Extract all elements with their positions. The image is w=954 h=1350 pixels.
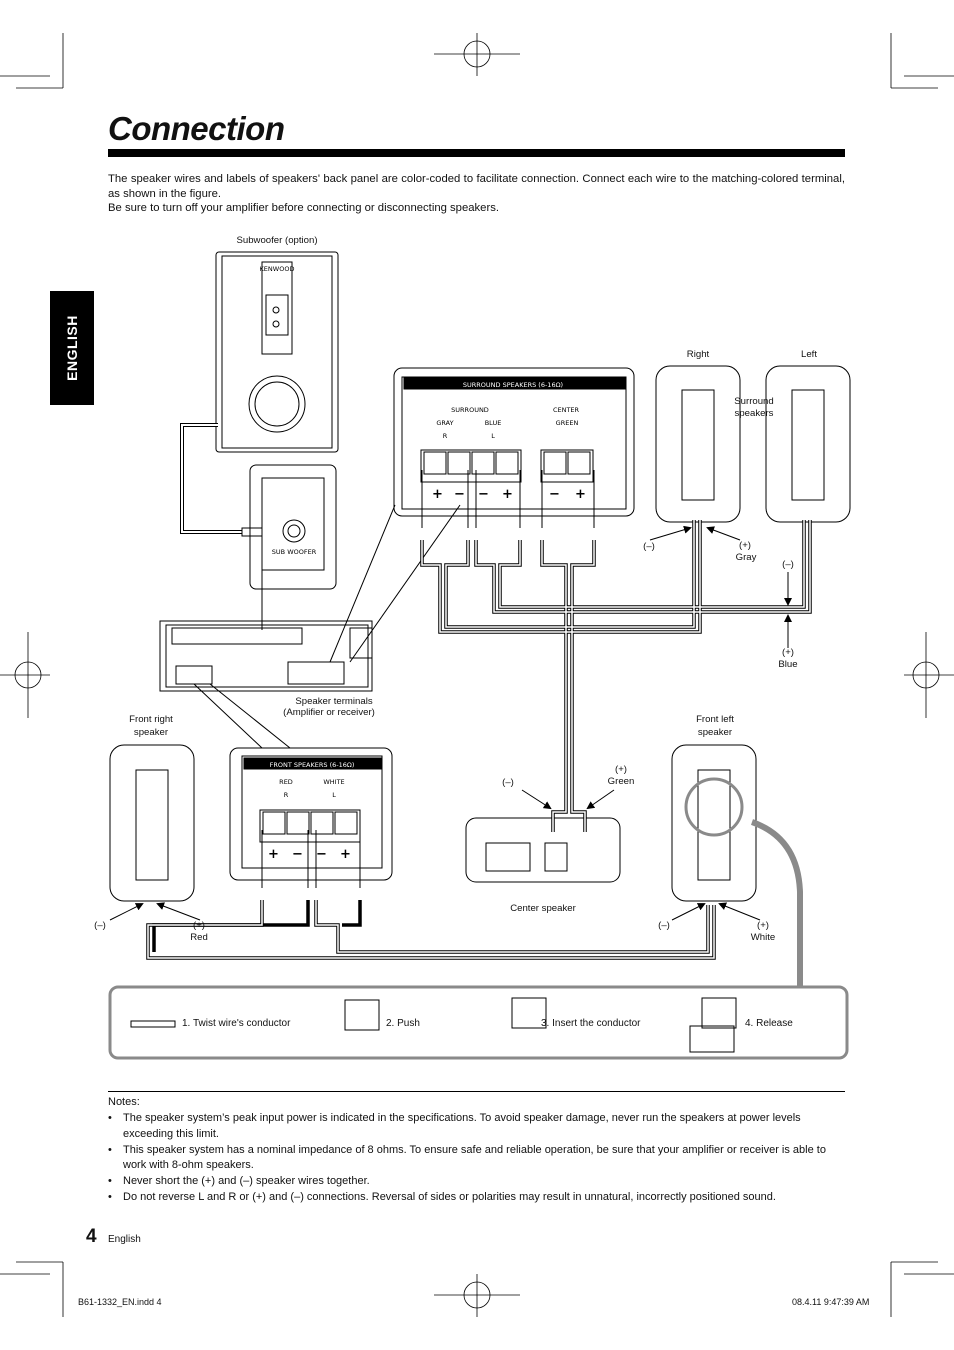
page-language: English bbox=[108, 1234, 141, 1245]
surround-left-minus-label: (–) bbox=[782, 559, 794, 570]
front-left-speaker-label: speaker bbox=[697, 727, 733, 738]
sub-woofer-jack-label: SUB WOOFER bbox=[272, 548, 317, 556]
front-left-minus-label: (–) bbox=[658, 920, 670, 931]
page-title: Connection bbox=[108, 110, 285, 147]
surround-panel-title: SURROUND SPEAKERS (6-16Ω) bbox=[463, 381, 563, 389]
title-rule bbox=[108, 149, 845, 157]
footer-file-name: B61-1332_EN.indd 4 bbox=[78, 1297, 162, 1307]
front-r-badge: R bbox=[284, 791, 289, 799]
svg-text:+: + bbox=[340, 847, 351, 862]
svg-text:−: − bbox=[454, 487, 465, 502]
gray-terminal-label: GRAY bbox=[436, 419, 453, 427]
step-1-label: 1. Twist wire's conductor bbox=[182, 1018, 291, 1029]
green-terminal-label: GREEN bbox=[556, 419, 579, 427]
step-2-label: 2. Push bbox=[386, 1018, 420, 1029]
front-left-label: Front left bbox=[696, 714, 734, 725]
intro-text: The speaker wires and labels of speakers… bbox=[108, 172, 845, 216]
front-right-speaker-label: speaker bbox=[133, 727, 169, 738]
speaker-terminals-label: Speaker terminals bbox=[295, 696, 373, 707]
surround-plus-label: (+) bbox=[739, 540, 751, 551]
step-4-label: 4. Release bbox=[745, 1018, 793, 1029]
svg-text:+: + bbox=[268, 847, 279, 862]
svg-text:−: − bbox=[549, 487, 560, 502]
center-minus-label: (–) bbox=[502, 777, 514, 788]
red-wire-label: Red bbox=[190, 932, 208, 943]
surround-minus-label: (–) bbox=[643, 541, 655, 552]
subwoofer-illustration bbox=[215, 251, 339, 453]
front-right-label: Front right bbox=[129, 714, 173, 725]
front-l-badge: L bbox=[332, 791, 336, 799]
svg-text:−: − bbox=[292, 847, 303, 862]
surround-speakers-label: Surround speakers bbox=[734, 396, 774, 419]
svg-text:+: + bbox=[502, 487, 513, 502]
svg-text:+: + bbox=[575, 487, 586, 502]
center-plus-label: (+) bbox=[615, 764, 627, 775]
note-item: This speaker system has a nominal impeda… bbox=[108, 1143, 845, 1175]
green-wire-label: Green bbox=[607, 776, 635, 787]
intro-paragraph-2: Be sure to turn off your amplifier befor… bbox=[108, 202, 500, 215]
blue-wire-label: Blue bbox=[778, 659, 798, 670]
red-terminal-label: RED bbox=[279, 778, 293, 786]
language-side-tab: ENGLISH bbox=[50, 291, 94, 405]
white-wire-label: White bbox=[750, 932, 776, 943]
note-item: The speaker system’s peak input power is… bbox=[108, 1111, 845, 1143]
connection-diagram: + − − + − + + − − + SURROUND SPEAKERS (6… bbox=[108, 251, 851, 1060]
footer-timestamp: 08.4.11 9:47:39 AM bbox=[792, 1297, 870, 1307]
surround-left-plus-label: (+) bbox=[782, 647, 794, 658]
page-number: 4 bbox=[86, 1226, 97, 1247]
left-label: Left bbox=[800, 349, 818, 360]
blue-terminal-label: BLUE bbox=[485, 419, 502, 427]
front-left-plus-label: (+) bbox=[757, 920, 769, 931]
center-group-label: CENTER bbox=[553, 406, 580, 414]
front-right-plus-label: (+) bbox=[193, 920, 205, 931]
note-item: Never short the (+) and (–) speaker wire… bbox=[108, 1174, 845, 1190]
amplifier-label: (Amplifier or receiver) bbox=[283, 707, 375, 718]
white-terminal-label: WHITE bbox=[323, 778, 344, 786]
front-panel-title: FRONT SPEAKERS (6-16Ω) bbox=[270, 761, 355, 769]
r-badge: R bbox=[443, 432, 448, 440]
gray-wire-label: Gray bbox=[735, 552, 757, 563]
subwoofer-brand: KENWOOD bbox=[260, 265, 295, 273]
notes-heading: Notes: bbox=[108, 1096, 140, 1108]
surround-group-label: SURROUND bbox=[451, 406, 489, 414]
pre-out-label: PRE OUT bbox=[279, 561, 307, 569]
note-item: Do not reverse L and R or (+) and (–) co… bbox=[108, 1190, 845, 1206]
svg-text:−: − bbox=[478, 487, 489, 502]
l-badge: L bbox=[491, 432, 495, 440]
subwoofer-label: Subwoofer (option) bbox=[236, 235, 318, 246]
notes-list: The speaker system’s peak input power is… bbox=[108, 1111, 845, 1206]
step-3-label: 3. Insert the conductor bbox=[541, 1018, 641, 1029]
svg-text:+: + bbox=[432, 487, 443, 502]
intro-paragraph-1: The speaker wires and labels of speakers… bbox=[108, 173, 845, 200]
front-right-minus-label: (–) bbox=[94, 920, 106, 931]
right-label: Right bbox=[686, 349, 710, 360]
center-speaker-label: Center speaker bbox=[510, 903, 576, 914]
notes-rule bbox=[108, 1091, 845, 1092]
svg-text:−: − bbox=[316, 847, 327, 862]
